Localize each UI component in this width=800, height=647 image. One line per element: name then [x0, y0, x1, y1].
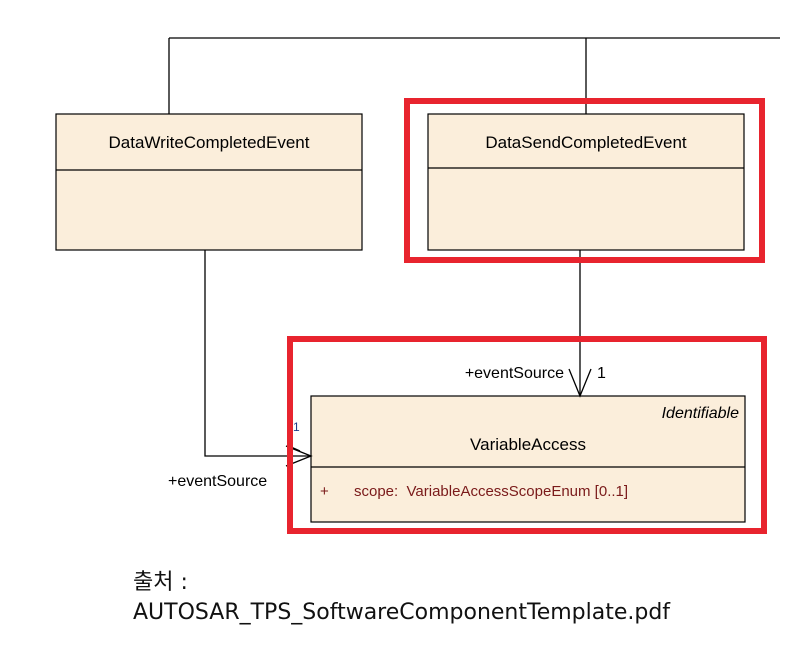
class-variableaccess[interactable]: Identifiable VariableAccess + scope: Var…	[310, 395, 746, 523]
highlight-frame-variableaccess	[287, 336, 767, 534]
attribute-visibility: +	[320, 483, 329, 500]
navigability-arrowhead	[568, 368, 592, 398]
highlight-frame-datasend	[404, 98, 765, 263]
source-caption: 출처 : AUTOSAR_TPS_SoftwareComponentTempla…	[133, 568, 670, 628]
association-line	[204, 250, 311, 457]
multiplicity-label: 1	[597, 365, 606, 382]
multiplicity-label-fragment: 1	[293, 420, 300, 434]
caption-source-label: 출처 :	[133, 570, 188, 595]
class-box	[55, 113, 363, 251]
class-name: DataSendCompletedEvent	[485, 133, 687, 152]
highlight-frames	[287, 98, 767, 534]
class-name: DataWriteCompletedEvent	[109, 133, 310, 152]
class-box	[427, 113, 745, 251]
association-datawrite-eventsource: 1 +eventSource	[168, 250, 313, 490]
class-box	[310, 395, 746, 523]
class-name: VariableAccess	[470, 435, 586, 454]
role-label: +eventSource	[465, 365, 564, 382]
attribute-scope: scope: VariableAccessScopeEnum [0..1]	[354, 483, 628, 500]
role-label: +eventSource	[168, 473, 267, 490]
navigability-arrowhead	[285, 445, 313, 467]
class-datasendcompletedevent[interactable]: DataSendCompletedEvent	[427, 113, 745, 251]
class-stereotype: Identifiable	[662, 405, 739, 422]
association-datasend-eventsource: +eventSource 1	[465, 250, 606, 398]
caption-source-file: AUTOSAR_TPS_SoftwareComponentTemplate.pd…	[133, 600, 671, 625]
class-datawritecompletedevent[interactable]: DataWriteCompletedEvent	[55, 113, 363, 251]
